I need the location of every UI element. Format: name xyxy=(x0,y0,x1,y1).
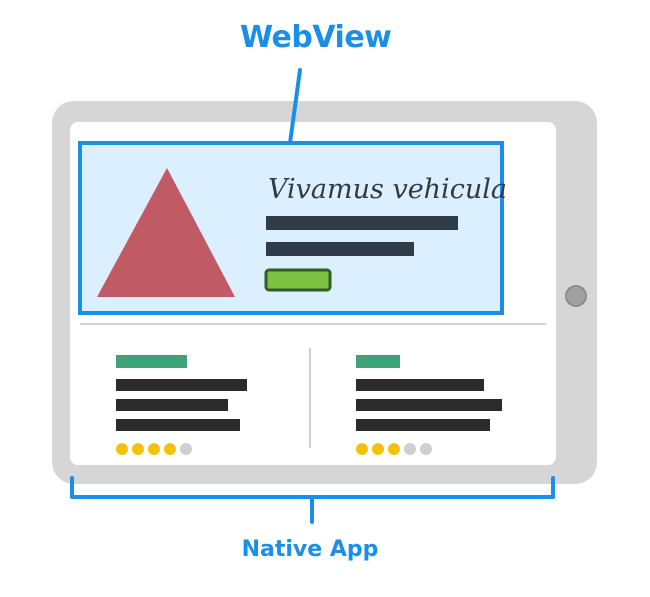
rating-dot-filled xyxy=(356,443,368,455)
rating-dot-filled xyxy=(388,443,400,455)
card-text-line xyxy=(356,399,502,411)
card-tag xyxy=(116,355,187,368)
star-rating xyxy=(116,443,192,455)
webview-headline: Vivamus vehicula xyxy=(268,174,507,205)
cta-button xyxy=(264,268,332,292)
card-text-line xyxy=(116,399,228,411)
native-app-label: Native App xyxy=(241,537,379,562)
card-text-line xyxy=(356,379,484,391)
text-line xyxy=(266,242,414,256)
card-tag xyxy=(356,355,400,368)
rating-dot-empty xyxy=(180,443,192,455)
card-text-line xyxy=(116,379,247,391)
text-line xyxy=(266,216,458,230)
rating-dot-filled xyxy=(164,443,176,455)
rating-dot-empty xyxy=(420,443,432,455)
image-placeholder-triangle xyxy=(97,168,235,297)
rating-dot-filled xyxy=(132,443,144,455)
webview-label: WebView xyxy=(240,20,392,55)
rating-dot-filled xyxy=(148,443,160,455)
rating-dot-empty xyxy=(404,443,416,455)
webview-callout-line xyxy=(288,68,302,145)
rating-dot-filled xyxy=(116,443,128,455)
card-text-line xyxy=(116,419,240,431)
star-rating xyxy=(356,443,432,455)
rating-dot-filled xyxy=(372,443,384,455)
card-text-line xyxy=(356,419,490,431)
